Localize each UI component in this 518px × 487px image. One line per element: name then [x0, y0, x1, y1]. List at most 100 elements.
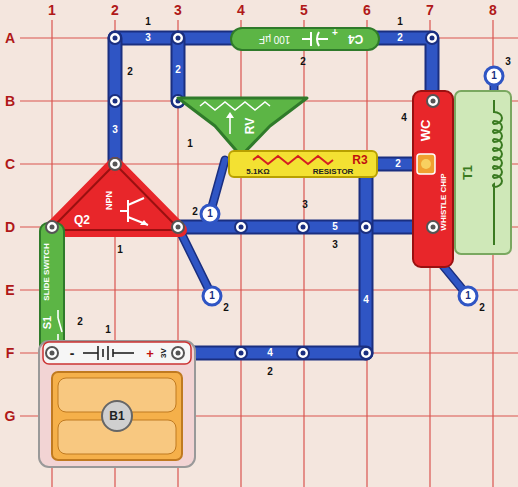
snap-point — [239, 351, 244, 356]
battery-voltage: 3V — [160, 348, 168, 358]
part-name: WC — [419, 119, 432, 141]
level-number: 1 — [187, 139, 193, 149]
snap-point — [426, 95, 438, 107]
stub-snap — [459, 287, 477, 305]
snap-point — [235, 221, 247, 233]
snap-point — [109, 158, 121, 170]
capacitor-value: 100 µF — [259, 34, 290, 44]
grid-coordinate: D — [5, 220, 15, 234]
transformer-part: T1 — [454, 90, 512, 255]
snap-point — [113, 162, 118, 167]
level-number: 1 — [397, 17, 403, 27]
polarity-mark: - — [70, 346, 75, 360]
snap-wire — [115, 33, 241, 44]
snap-wire — [178, 348, 366, 359]
snap-point — [172, 221, 184, 233]
snap-wire — [361, 164, 372, 353]
level-number: 2 — [223, 303, 229, 313]
part-name: S1 — [43, 315, 54, 328]
part-outline — [412, 90, 454, 268]
level-number: 3 — [332, 240, 338, 250]
level-number: 2 — [479, 303, 485, 313]
grid-lines — [20, 20, 518, 487]
part-name: RV — [244, 118, 256, 134]
transistor-type: NPN — [105, 190, 114, 209]
capacitor-part: 100 µF C4 + — [230, 27, 380, 51]
part-name: B1 — [109, 410, 124, 422]
stub-wire — [178, 227, 212, 296]
snap-wire — [110, 38, 121, 164]
snap-point — [297, 221, 309, 233]
level-number: 1 — [145, 17, 151, 27]
wire-length-number: 5 — [332, 222, 338, 232]
grid-coordinate: E — [5, 283, 14, 297]
snap-wire — [178, 346, 366, 361]
snap-point — [109, 32, 121, 44]
level-number: 4 — [401, 113, 407, 123]
snap-count-number: 1 — [207, 209, 213, 219]
grid-coordinate: 3 — [174, 3, 182, 17]
level-number: 2 — [300, 57, 306, 67]
snap-count-number: 1 — [465, 291, 471, 301]
wire-length-number: 3 — [112, 125, 118, 135]
polarity-mark: + — [332, 28, 338, 38]
part-caption: SLIDE SWITCH — [43, 243, 51, 300]
grid-coordinate: C — [5, 157, 15, 171]
stub-snap — [485, 67, 503, 85]
part-outline — [38, 340, 196, 468]
snap-point — [239, 225, 244, 230]
stub-snap — [203, 287, 221, 305]
wires — [109, 32, 503, 359]
snap-wire — [115, 31, 241, 46]
grid-coordinate: F — [6, 346, 15, 360]
wire-length-number: 2 — [395, 159, 401, 169]
battery-holder-part: - +3V B1 — [38, 340, 196, 468]
level-number: 2 — [77, 317, 83, 327]
snap-point — [113, 36, 118, 41]
part-name: C4 — [348, 33, 363, 45]
level-number: 2 — [127, 67, 133, 77]
level-number: 3 — [505, 57, 511, 67]
snap-point — [430, 36, 435, 41]
grid-coordinate: 4 — [237, 3, 245, 17]
grid-coordinate: G — [5, 409, 16, 423]
grid-coordinate: 5 — [300, 3, 308, 17]
part-name: R3 — [352, 154, 367, 166]
snap-wire — [108, 38, 123, 164]
whistle-chip-part: WC WHISTLE CHIP — [412, 90, 454, 268]
grid-line — [240, 20, 241, 487]
part-name: Q2 — [74, 214, 90, 226]
snap-wire — [359, 164, 374, 353]
snap-wire — [173, 38, 184, 101]
level-number: 2 — [267, 367, 273, 377]
snap-point — [176, 36, 181, 41]
snap-point — [360, 221, 372, 233]
grid-line — [20, 289, 518, 290]
snap-point — [301, 225, 306, 230]
resistor-value: 5.1KΩ — [246, 168, 269, 176]
grid-line — [303, 20, 304, 487]
part-caption: WHISTLE CHIP — [440, 173, 448, 230]
level-number: 1 — [105, 325, 111, 335]
resistor-part: R3 5.1KΩ RESISTOR — [228, 150, 378, 178]
grid-coordinate: A — [5, 31, 15, 45]
grid-coordinate: B — [5, 94, 15, 108]
snap-count-number: 1 — [491, 71, 497, 81]
part-name: T1 — [461, 164, 474, 179]
grid-coordinate: 8 — [489, 3, 497, 17]
snap-point — [176, 225, 181, 230]
grid-line — [366, 20, 367, 487]
part-caption: RESISTOR — [313, 168, 354, 176]
polarity-mark: + — [146, 347, 154, 360]
stub-snap — [201, 205, 219, 223]
wire-length-number: 4 — [363, 295, 369, 305]
snap-point — [113, 99, 118, 104]
stub-wire — [178, 227, 212, 296]
grid-coordinate: 1 — [48, 3, 56, 17]
grid-coordinate: 2 — [111, 3, 119, 17]
level-number: 3 — [302, 200, 308, 210]
wire-length-number: 3 — [145, 33, 151, 43]
snap-wire — [171, 38, 186, 101]
snap-point — [364, 351, 369, 356]
